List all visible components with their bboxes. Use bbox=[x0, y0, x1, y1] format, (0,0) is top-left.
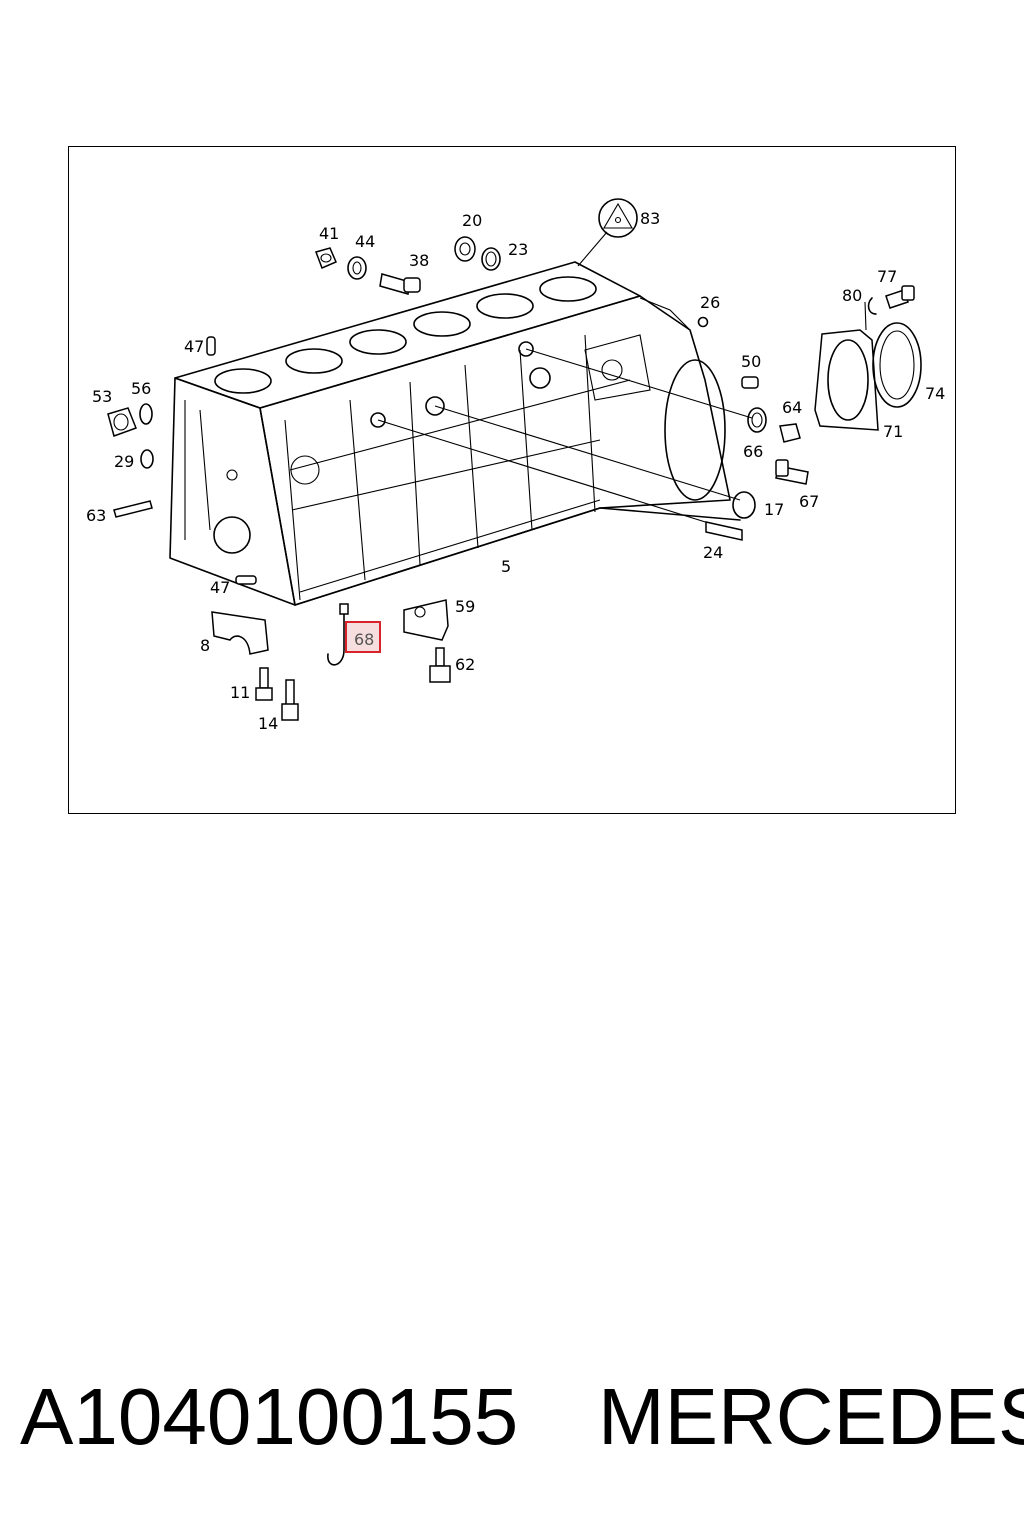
callout-label: 71 bbox=[883, 422, 903, 441]
part-56-ring bbox=[139, 403, 153, 425]
part-47-dowel-upper bbox=[206, 336, 216, 356]
callout-label: 47 bbox=[184, 337, 204, 356]
part-38-sensor bbox=[379, 273, 421, 295]
part-11-bolt bbox=[255, 667, 273, 701]
callout-label: 17 bbox=[764, 500, 784, 519]
part-83-plate bbox=[598, 198, 638, 238]
part-20-plug bbox=[454, 236, 476, 262]
highlighted-callout-68[interactable]: 68 bbox=[345, 621, 381, 653]
callout-labels: 83 20 23 41 44 38 26 77 80 47 50 53 56 6… bbox=[86, 209, 945, 733]
footer-caption: A1040100155 MERCEDES bbox=[20, 1372, 1024, 1462]
callout-label: 56 bbox=[131, 379, 151, 398]
part-63-pin bbox=[113, 500, 153, 518]
callout-label: 44 bbox=[355, 232, 375, 251]
callout-label: 23 bbox=[508, 240, 528, 259]
part-8-bearing-cap bbox=[211, 611, 269, 655]
part-59-bracket bbox=[403, 599, 449, 641]
callout-label: 8 bbox=[200, 636, 210, 655]
callout-label: 20 bbox=[462, 211, 482, 230]
callout-label: 29 bbox=[114, 452, 134, 471]
callout-label: 50 bbox=[741, 352, 761, 371]
callout-label: 59 bbox=[455, 597, 475, 616]
leader-lines bbox=[377, 231, 867, 526]
callout-label: 53 bbox=[92, 387, 112, 406]
callout-label: 26 bbox=[700, 293, 720, 312]
callout-label: 11 bbox=[230, 683, 250, 702]
callout-label: 41 bbox=[319, 224, 339, 243]
part-53-plug bbox=[107, 407, 137, 437]
part-74-seal bbox=[872, 322, 922, 408]
callout-label: 47 bbox=[210, 578, 230, 597]
part-14-bolt bbox=[281, 679, 299, 721]
callout-label: 77 bbox=[877, 267, 897, 286]
part-17-seal bbox=[732, 491, 756, 519]
callout-label: 14 bbox=[258, 714, 278, 733]
part-44-washer bbox=[347, 256, 367, 280]
part-number: A1040100155 bbox=[20, 1372, 519, 1461]
brand-name: MERCEDES bbox=[598, 1372, 1024, 1461]
part-41-bolt bbox=[315, 247, 337, 269]
callout-label: 63 bbox=[86, 506, 106, 525]
part-67-bolt bbox=[775, 459, 809, 485]
highlight-box[interactable] bbox=[345, 621, 381, 653]
part-62-bolt bbox=[429, 647, 451, 683]
callout-label: 80 bbox=[842, 286, 862, 305]
callout-label: 24 bbox=[703, 543, 723, 562]
engine-block bbox=[169, 261, 741, 606]
part-80-clip bbox=[867, 297, 877, 315]
part-50-dowel bbox=[741, 376, 759, 389]
callout-label: 64 bbox=[782, 398, 802, 417]
callout-label: 62 bbox=[455, 655, 475, 674]
diagram-frame bbox=[68, 146, 956, 814]
callout-label: 5 bbox=[501, 557, 511, 576]
part-26-pin bbox=[697, 316, 709, 328]
part-23-seal bbox=[481, 247, 501, 271]
highlight-label: 68 bbox=[354, 630, 374, 649]
part-47-dowel-lower bbox=[235, 575, 257, 585]
part-68-dipstick-tube bbox=[327, 603, 349, 666]
callout-label: 74 bbox=[925, 384, 945, 403]
part-29-plug bbox=[140, 449, 154, 469]
callout-label: 83 bbox=[640, 209, 660, 228]
part-64-plug bbox=[779, 423, 801, 443]
callout-label: 66 bbox=[743, 442, 763, 461]
part-24-stud bbox=[705, 521, 743, 541]
part-77-bolt bbox=[885, 285, 915, 309]
part-71-cover bbox=[814, 329, 879, 431]
callout-label: 38 bbox=[409, 251, 429, 270]
callout-label: 67 bbox=[799, 492, 819, 511]
part-66-washer bbox=[747, 407, 767, 433]
